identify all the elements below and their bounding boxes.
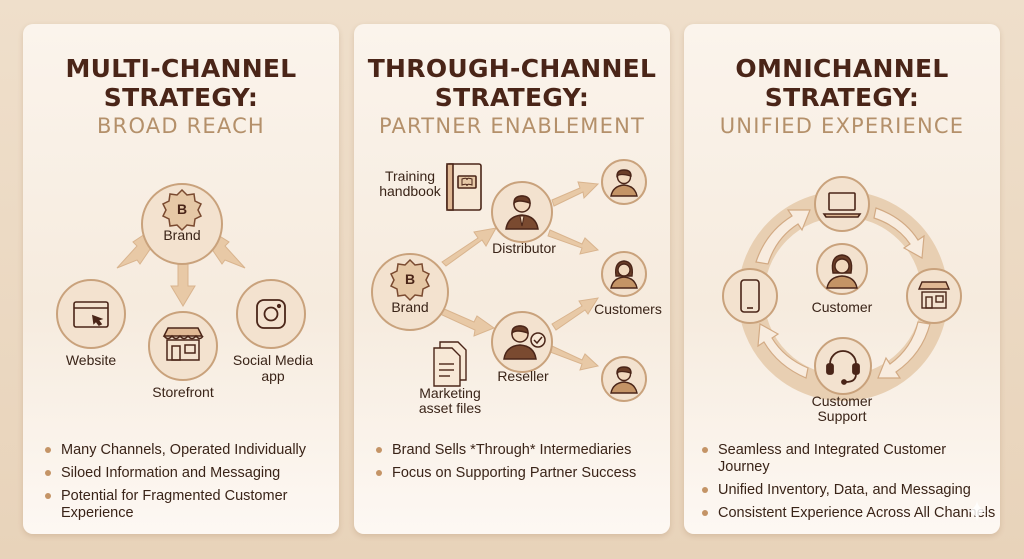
bullet-item: Potential for Fragmented Customer Experi… — [43, 488, 333, 522]
multi-channel-panel: MULTI-CHANNEL STRATEGY: BROAD REACH B Br… — [23, 24, 339, 534]
arrow-distributor-to-customer-1 — [551, 181, 600, 207]
support-label-line-1: Customer — [812, 393, 873, 409]
storefront-label: Storefront — [152, 384, 214, 400]
brand-label: Brand — [163, 227, 200, 243]
marketing-label-line-2: asset files — [419, 400, 481, 416]
badge-icon — [389, 258, 431, 302]
title-line-2: STRATEGY: — [434, 83, 590, 112]
bullet-item: Consistent Experience Across All Channel… — [700, 505, 1000, 522]
brand-badge-letter: B — [405, 271, 415, 287]
support-label-line-2: Support — [817, 408, 866, 424]
panel-title: OMNICHANNEL STRATEGY: — [684, 54, 1000, 112]
document-files-icon — [433, 341, 467, 387]
storefront-node — [906, 268, 962, 324]
storefront-icon — [917, 281, 951, 309]
multi-channel-diagram: B Brand Website Storefront — [56, 183, 313, 400]
brand-node: B Brand — [141, 183, 223, 265]
bullet-list: Brand Sells *Through* Intermediaries Foc… — [374, 442, 664, 488]
cycle-arrows — [755, 207, 931, 379]
arrow-top-left — [755, 209, 811, 265]
woman-icon — [610, 260, 638, 289]
storefront-icon — [162, 327, 204, 361]
website-label: Website — [66, 352, 117, 368]
arrow-reseller-to-customer-3 — [549, 345, 600, 371]
training-label-line-1: Training — [385, 168, 435, 184]
social-media-label-line-1: Social Media — [233, 352, 313, 368]
title-line-2: STRATEGY: — [103, 83, 259, 112]
browser-window-icon — [73, 301, 109, 328]
marketing-label-line-1: Marketing — [419, 385, 480, 401]
headset-icon — [826, 350, 860, 385]
phone-node — [722, 268, 778, 324]
arrow-distributor-to-customers — [547, 229, 600, 255]
panel-title: THROUGH-CHANNEL STRATEGY: — [354, 54, 670, 112]
bullet-list: Seamless and Integrated Customer Journey… — [700, 442, 1000, 528]
title-line-1: THROUGH-CHANNEL — [367, 54, 657, 83]
panel-subtitle: PARTNER ENABLEMENT — [378, 114, 646, 138]
customer-support-node: Customer Support — [812, 337, 873, 424]
panel-subtitle: BROAD REACH — [97, 114, 265, 138]
arrow-bottom-right — [877, 321, 931, 379]
bullet-item: Siloed Information and Messaging — [43, 465, 333, 482]
person-icon — [610, 366, 638, 394]
customer-node — [601, 251, 647, 297]
person-icon — [610, 169, 638, 197]
title-line-2: STRATEGY: — [764, 83, 920, 112]
omnichannel-diagram: Customer Customer Support — [722, 176, 962, 424]
arrow-brand-to-distributor — [441, 227, 497, 267]
brand-badge-letter: B — [177, 201, 187, 217]
smartphone-icon — [740, 279, 760, 313]
arrow-brand-to-reseller — [439, 307, 496, 337]
bullet-list: Many Channels, Operated Individually Sil… — [43, 442, 333, 528]
customer-node: Customer — [812, 243, 873, 315]
woman-icon — [826, 254, 858, 289]
website-node: Website — [56, 279, 126, 368]
handbook-icon — [446, 163, 482, 211]
panel-subtitle: UNIFIED EXPERIENCE — [719, 114, 965, 138]
panel-title: MULTI-CHANNEL STRATEGY: — [23, 54, 339, 112]
distributor-label: Distributor — [492, 240, 556, 256]
reseller-label: Reseller — [497, 368, 549, 384]
storefront-node: Storefront — [148, 311, 218, 400]
bullet-item: Brand Sells *Through* Intermediaries — [374, 442, 664, 459]
reseller-node: Reseller — [491, 311, 553, 384]
businessman-icon — [505, 195, 539, 230]
businessman-check-icon — [503, 325, 546, 360]
brand-node: B Brand — [371, 253, 449, 331]
customer-node — [601, 356, 647, 402]
badge-icon — [161, 188, 203, 232]
title-line-1: MULTI-CHANNEL — [65, 54, 297, 83]
customers-label: Customers — [594, 301, 662, 317]
social-media-label-line-2: app — [261, 368, 285, 384]
laptop-node — [814, 176, 870, 232]
customer-label: Customer — [812, 299, 873, 315]
laptop-icon — [822, 192, 862, 218]
social-media-node: Social Media app — [233, 279, 313, 384]
arrow-top-right — [873, 207, 925, 259]
sparkle-icon — [967, 501, 987, 521]
customer-node — [601, 159, 647, 205]
arrows — [439, 181, 600, 371]
omnichannel-panel: OMNICHANNEL STRATEGY: UNIFIED EXPERIENCE — [684, 24, 1000, 534]
title-line-1: OMNICHANNEL — [735, 54, 949, 83]
bullet-item: Seamless and Integrated Customer Journey — [700, 442, 1000, 476]
through-channel-diagram: Training handbook Distributor B Brand — [371, 159, 662, 416]
bullet-item: Many Channels, Operated Individually — [43, 442, 333, 459]
camera-app-icon — [256, 299, 286, 329]
bullet-item: Unified Inventory, Data, and Messaging — [700, 482, 1000, 499]
distributor-node: Distributor — [491, 181, 556, 256]
arrow-bottom-left — [757, 323, 809, 379]
through-channel-panel: THROUGH-CHANNEL STRATEGY: PARTNER ENABLE… — [354, 24, 670, 534]
arrow-reseller-to-customers — [551, 297, 600, 331]
training-label-line-2: handbook — [379, 183, 442, 199]
brand-label: Brand — [391, 299, 428, 315]
bullet-item: Focus on Supporting Partner Success — [374, 465, 664, 482]
